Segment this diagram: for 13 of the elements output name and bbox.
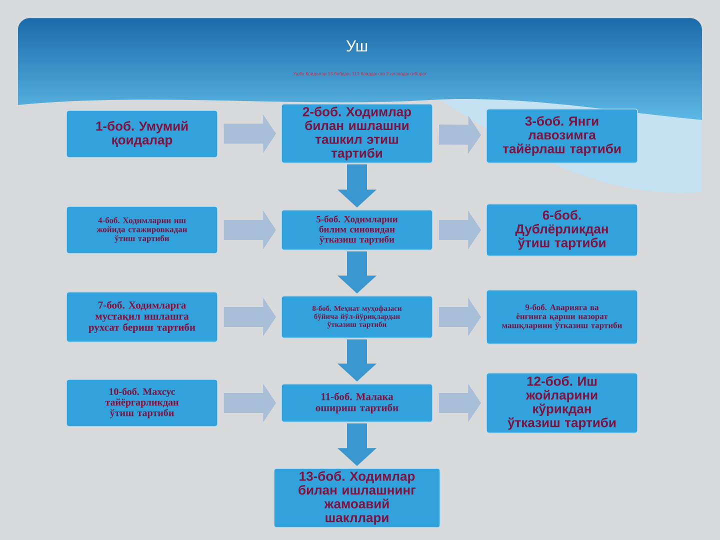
chapter-box: 3-боб. Янги лавозимга тайёрлаш тартиби (486, 108, 638, 164)
chapter-box: 7-боб. Ходимларга мустақил ишлашга рухсат бериш тартиби (66, 292, 218, 342)
chapter-box: 4-боб. Ходимларни иш жойида стажировкадан ўтиш тартиби (66, 206, 218, 254)
chapter-box: 5-боб. Ходимларни билим синовидан ўтказиш тартиби (281, 210, 433, 250)
chapter-box: 6-боб. Дублёрликдан ўтиш тартиби (486, 204, 638, 256)
chapter-box: 1-боб. Умумий қоидалар (66, 110, 218, 158)
chapter-box: 9-боб. Аварияга ва ёнғинга қарши назорат машқларини ўтказиш тартиби (486, 290, 638, 344)
chapter-box: 13-боб. Ходимлар билан ишлашнинг жамоавий шакллари (274, 468, 440, 528)
chapter-box: 2-боб. Ходимлар билан ишлашни ташкил этиш тартиби (281, 104, 433, 164)
chapter-box: 10-боб. Махсус тайёргарликдан ўтиш тартиби (66, 379, 218, 427)
chapter-box: 12-боб. Иш жойларини кўрикдан ўтказиш тартиби (486, 372, 638, 434)
slide-title: Уш (346, 40, 368, 52)
chapter-box: 11-боб. Малака ошириш тартиби (281, 384, 433, 422)
